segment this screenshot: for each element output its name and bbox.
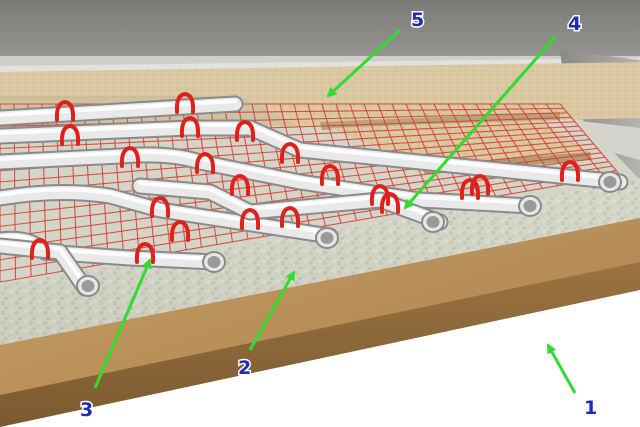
pipe-clip: [179, 115, 201, 138]
pipe-clip: [59, 123, 81, 146]
pipe-clip: [559, 159, 581, 182]
pipe-clip: [279, 141, 301, 164]
pipe-bore: [207, 256, 221, 268]
pipe-clip: [459, 177, 481, 200]
pipe-clip: [379, 191, 401, 214]
pipe-bore: [523, 200, 537, 212]
mesh-wire: [0, 121, 576, 150]
pipe-clip: [169, 219, 191, 242]
arrow-icon: [248, 270, 296, 351]
heating-pipe-highlight: [0, 187, 332, 235]
arrow-icon: [93, 258, 152, 389]
callout-label-5: 5: [411, 9, 424, 31]
callout-label-4: 4: [568, 13, 581, 35]
pipe-clip: [229, 173, 251, 196]
pipe-clip: [319, 163, 341, 186]
heating-pipe-highlight: [0, 149, 534, 205]
heating-pipe-highlight: [0, 123, 622, 181]
insulation-layer: [0, 178, 640, 345]
mesh-wire: [0, 138, 591, 194]
arrow-icon: [403, 35, 558, 210]
callout-labels: 1 2 3 4 5: [79, 8, 599, 423]
heating-pipe-body: [0, 148, 539, 213]
heating-pipe-body: [0, 121, 627, 189]
heating-pipes: [0, 95, 629, 297]
heating-pipe-body: [0, 185, 337, 243]
pipe-clip: [134, 241, 156, 264]
pipe-clip: [469, 173, 491, 196]
pipe-bore: [81, 280, 95, 292]
pipe-clip: [239, 207, 261, 230]
pipe-clip: [174, 91, 196, 114]
pipe-clip: [29, 237, 51, 260]
callout-label-1: 1: [584, 397, 597, 419]
heating-pipe-highlight: [0, 99, 237, 117]
callout-label-3: 3: [80, 399, 93, 421]
mesh-wire: [0, 134, 587, 183]
pipe-clip: [54, 99, 76, 122]
pipe-clip: [279, 205, 301, 228]
pipe-clip: [234, 119, 256, 142]
pipe-bore: [426, 216, 440, 228]
base-slab: [0, 215, 640, 427]
arrow-icon: [326, 28, 402, 98]
pipe-clip: [194, 151, 216, 174]
callout-label-2: 2: [238, 357, 251, 379]
callout-arrows: [93, 28, 577, 394]
pipe-bore: [603, 176, 617, 188]
pipe-bore: [320, 232, 334, 244]
heating-pipe-body: [0, 97, 242, 125]
pipe-clips: [29, 91, 581, 264]
arrow-icon: [546, 343, 577, 394]
heating-pipe-highlight: [0, 241, 87, 287]
pipe-clip: [149, 195, 171, 218]
pipe-clip: [119, 145, 141, 168]
